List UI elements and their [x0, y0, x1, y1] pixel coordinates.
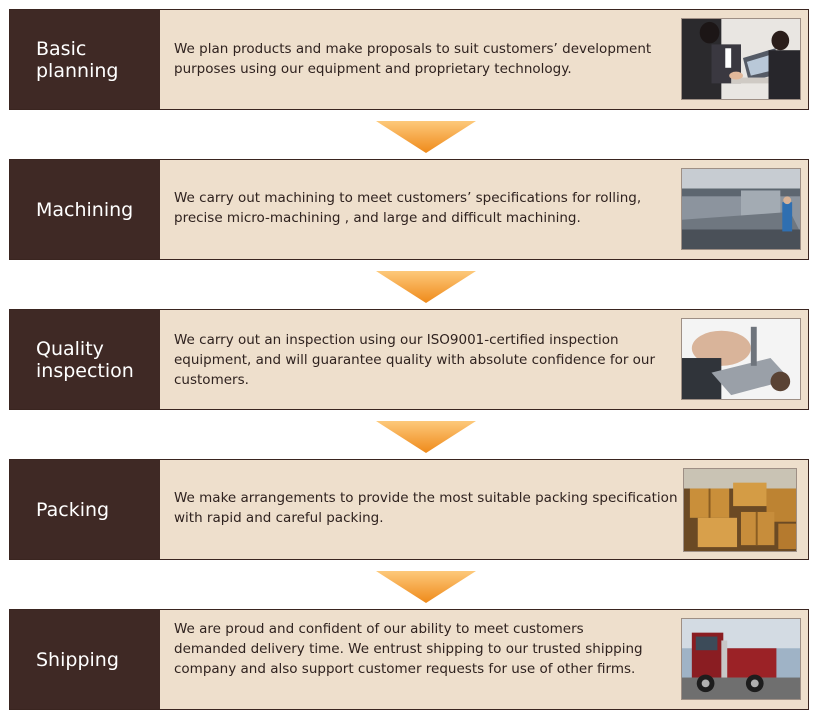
machine-tool-photo	[681, 168, 801, 250]
step-title: Machining	[10, 160, 160, 259]
step-machining: Machining We carry out machining to meet…	[9, 159, 809, 260]
micrometer-inspection-photo	[681, 318, 801, 400]
step-title: Packing	[10, 460, 160, 559]
step-title: Basic planning	[10, 10, 160, 109]
step-description: We are proud and confident of our abilit…	[174, 621, 643, 677]
step-shipping: Shipping We are proud and confident of o…	[9, 609, 809, 710]
arrow-down-icon	[376, 121, 476, 153]
step-description: We make arrangements to provide the most…	[174, 490, 678, 526]
step-description: We plan products and make proposals to s…	[174, 41, 652, 77]
arrow-down-icon	[376, 571, 476, 603]
step-title: Shipping	[10, 610, 160, 709]
step-quality-inspection: Quality inspection We carry out an inspe…	[9, 309, 809, 410]
step-description: We carry out machining to meet customers…	[174, 190, 642, 226]
arrow-down-icon	[376, 271, 476, 303]
step-title: Quality inspection	[10, 310, 160, 409]
cardboard-boxes-photo	[683, 468, 797, 552]
step-basic-planning: Basic planning We plan products and make…	[9, 9, 809, 110]
step-description: We carry out an inspection using our ISO…	[174, 332, 656, 388]
arrow-down-icon	[376, 421, 476, 453]
step-packing: Packing We make arrangements to provide …	[9, 459, 809, 560]
business-meeting-photo	[681, 18, 801, 100]
truck-photo	[681, 618, 801, 700]
